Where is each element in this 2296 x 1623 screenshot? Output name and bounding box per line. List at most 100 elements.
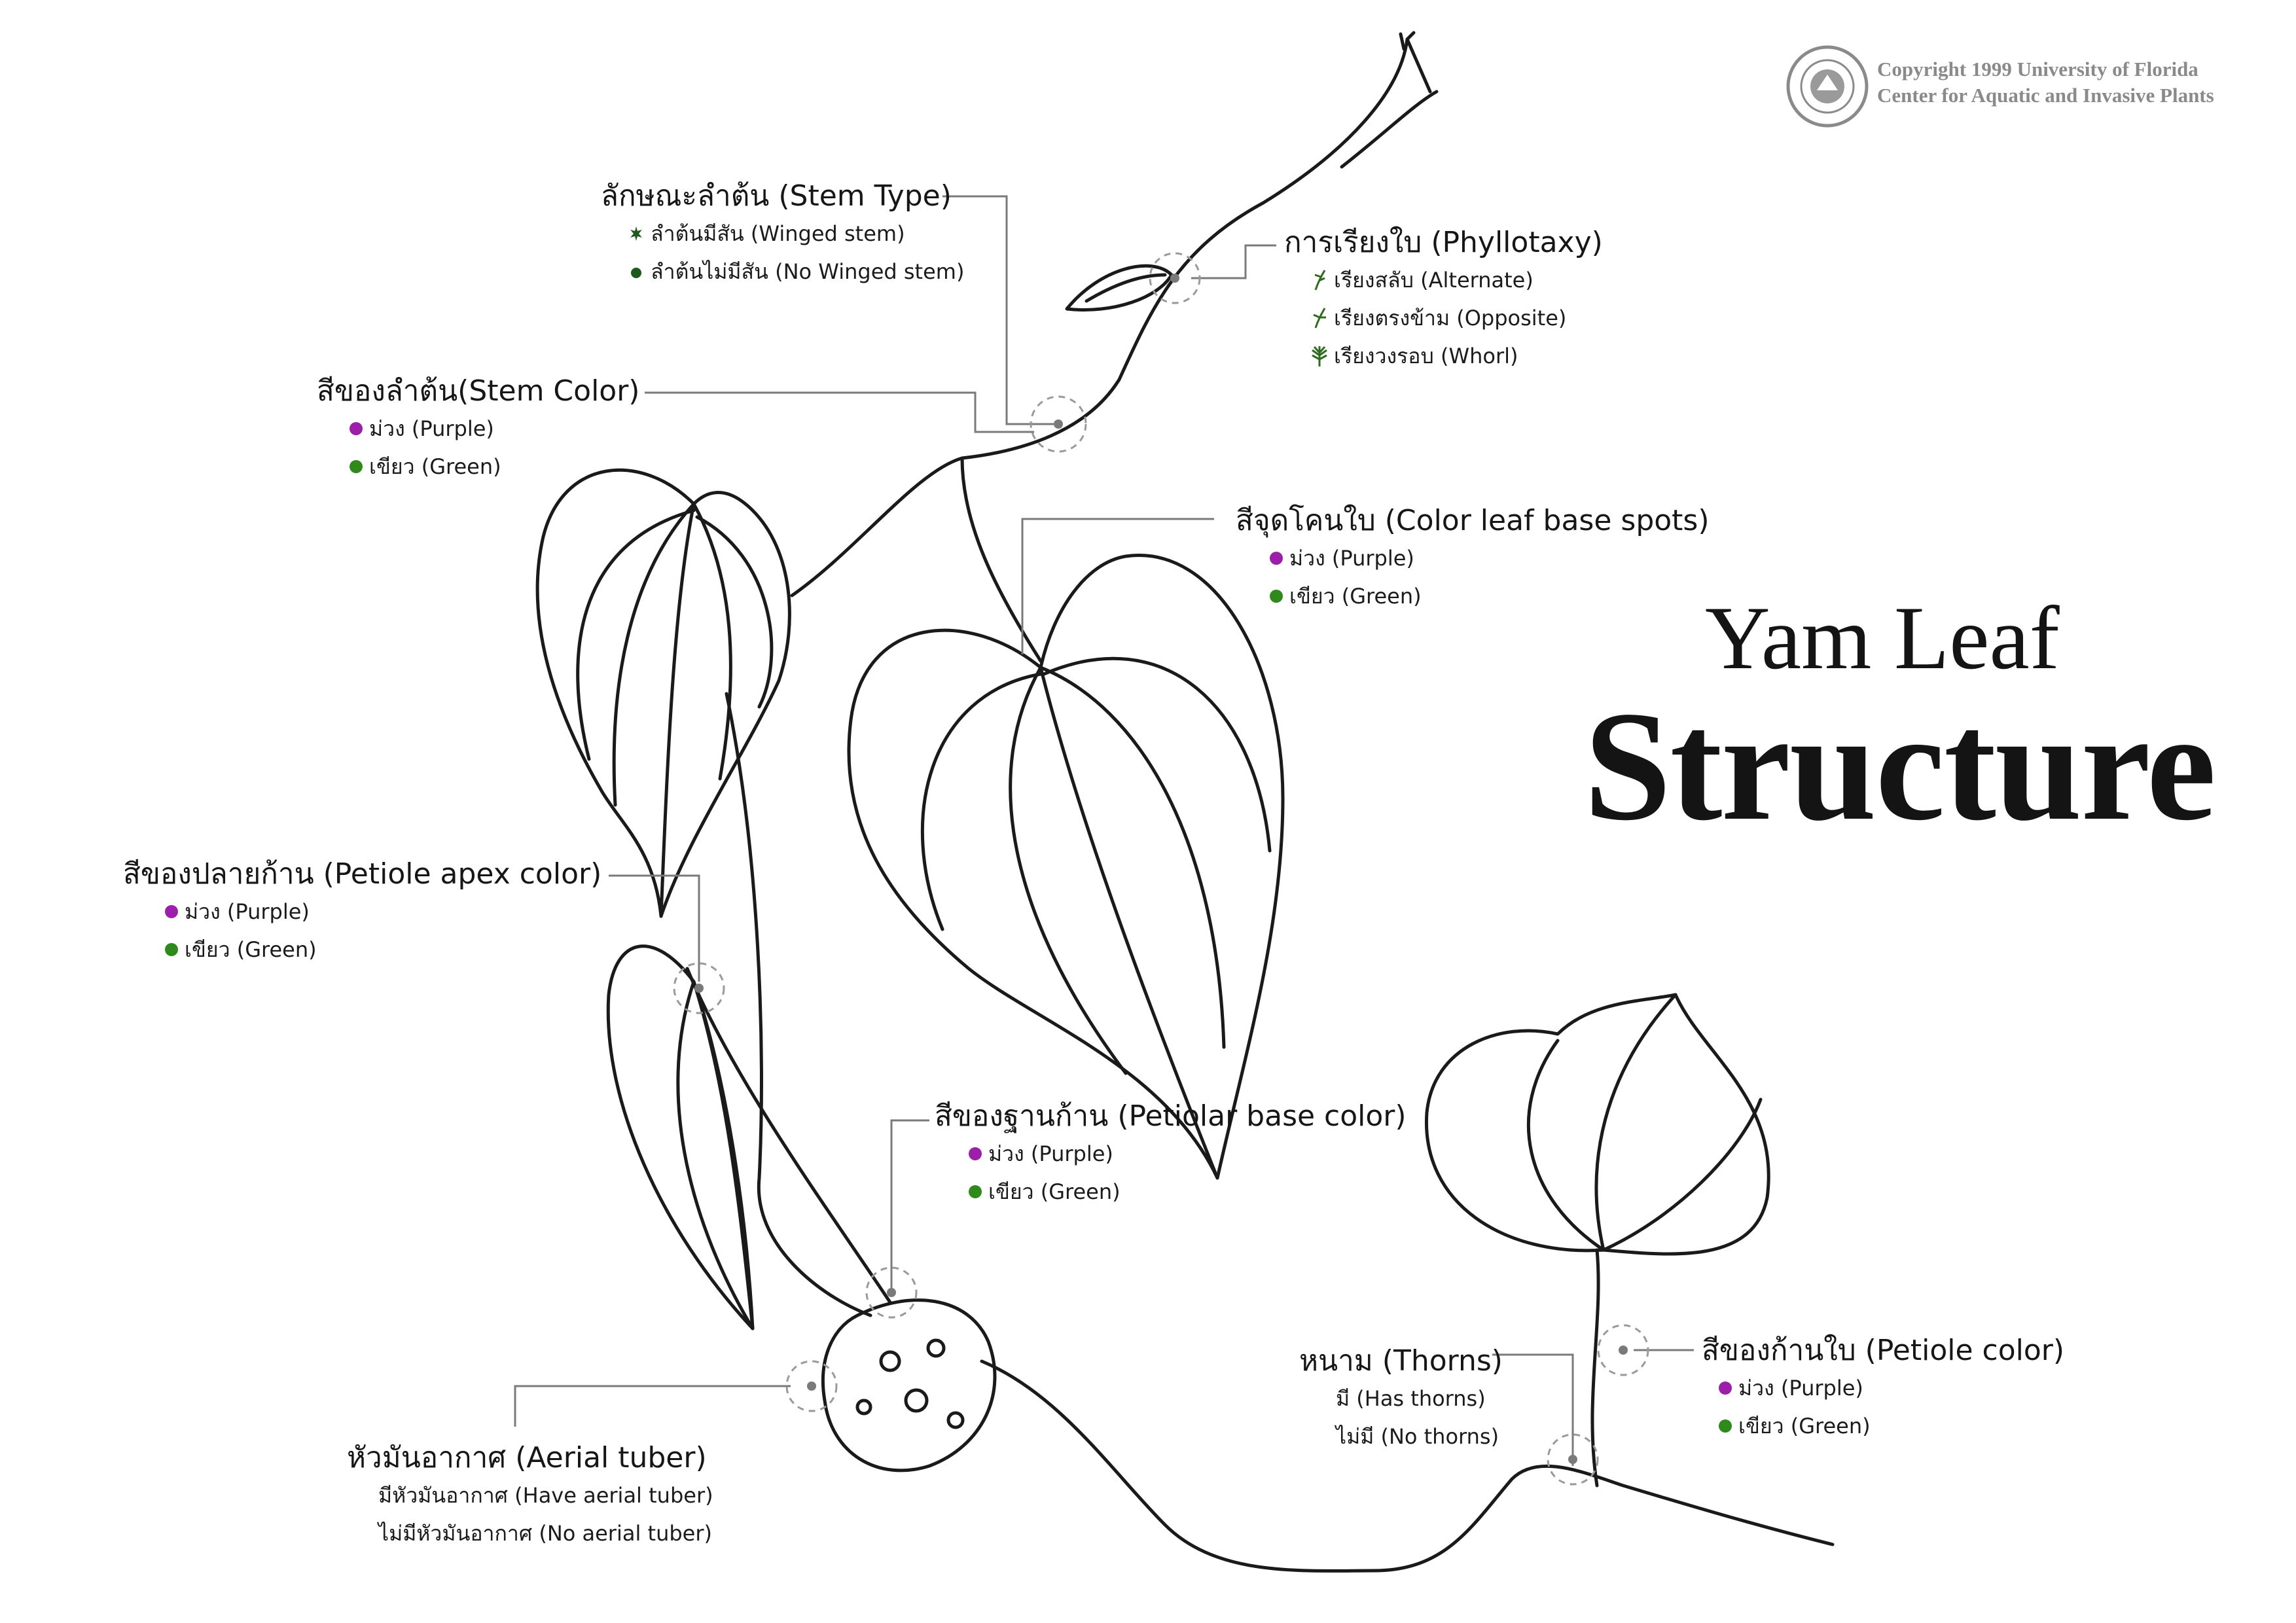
stem-color-heading: สีของลำต้น(Stem Color) (317, 374, 640, 408)
copyright: Copyright 1999 University of Florida Cen… (1877, 56, 2214, 109)
petiolar-base-item: เขียว (Green) (969, 1173, 1407, 1211)
thorns-item: ไม่มี (No thorns) (1336, 1418, 1503, 1455)
phyllotaxy-label: เรียงวงรอบ (Whorl) (1334, 344, 1518, 368)
marker-stem (1030, 395, 1087, 453)
marker-petiolar-base (865, 1266, 918, 1319)
thorns-heading: หนาม (Thorns) (1299, 1344, 1503, 1378)
stem-type-item: ลำต้นไม่มีสัน (No Winged stem) (627, 253, 964, 291)
leader-phyllotaxy (1191, 244, 1276, 279)
petiolar-base-label: เขียว (Green) (988, 1179, 1121, 1204)
petiole-color-label: ม่วง (Purple) (1738, 1376, 1863, 1400)
phyllotaxy-heading: การเรียงใบ (Phyllotaxy) (1284, 226, 1603, 259)
green-dot-icon (1270, 590, 1283, 603)
stem-color-item: เขียว (Green) (350, 448, 639, 486)
petiole-apex-heading: สีของปลายก้าน (Petiole apex color) (123, 857, 602, 891)
petiole-color-block: สีของก้านใบ (Petiole color) ม่วง (Purple… (1702, 1332, 2064, 1445)
upper-left-leaf (535, 468, 791, 918)
leader-petiole-apex (609, 874, 700, 982)
purple-dot-icon (1270, 552, 1283, 565)
leaf-bud (1065, 264, 1174, 312)
alternate-leaf-icon (1314, 270, 1326, 291)
marker-aerial-tuber (785, 1360, 838, 1412)
purple-dot-icon (165, 905, 178, 918)
thorns-block: หนาม (Thorns) มี (Has thorns) ไม่มี (No … (1299, 1343, 1503, 1455)
purple-dot-icon (969, 1147, 982, 1160)
opposite-leaf-icon (1313, 308, 1326, 329)
center-leaf-petiole (960, 456, 1043, 663)
leaf-base-spots-heading: สีจุดโคนใบ (Color leaf base spots) (1236, 504, 1710, 537)
stem-type-heading: ลักษณะลำต้น (Stem Type) (601, 179, 952, 213)
leaf-base-spots-block: สีจุดโคนใบ (Color leaf base spots) ม่วง … (1236, 503, 1710, 615)
petiole-apex-block: สีของปลายก้าน (Petiole apex color) ม่วง … (123, 856, 601, 969)
university-seal-icon (1786, 45, 1869, 128)
aerial-tuber-item: มีหัวมันอากาศ (Have aerial tuber) (378, 1476, 713, 1514)
petiolar-base-item: ม่วง (Purple) (969, 1135, 1407, 1173)
stem-color-label: ม่วง (Purple) (369, 416, 494, 441)
petiolar-base-heading: สีของฐานก้าน (Petiolar base color) (935, 1099, 1407, 1133)
round-stem-icon (631, 268, 641, 278)
petiole-color-item: ม่วง (Purple) (1719, 1369, 2064, 1407)
whorl-leaf-icon (1312, 346, 1327, 366)
petiolar-base-block: สีของฐานก้าน (Petiolar base color) ม่วง … (935, 1098, 1407, 1211)
petiole-color-heading: สีของก้านใบ (Petiole color) (1702, 1334, 2065, 1367)
thorns-item: มี (Has thorns) (1336, 1380, 1503, 1418)
title-line-1: Yam Leaf (1705, 588, 2060, 688)
leaf-base-spots-label: เขียว (Green) (1289, 584, 1422, 609)
title-line-2: Structure (1584, 679, 2216, 853)
phyllotaxy-item: เรียงตรงข้าม (Opposite) (1310, 299, 1603, 337)
marker-phyllotaxy (1149, 252, 1201, 304)
copyright-line-1: Copyright 1999 University of Florida (1877, 58, 2198, 80)
phyllotaxy-label: เรียงตรงข้าม (Opposite) (1334, 306, 1567, 330)
aerial-tuber-body (821, 1298, 997, 1472)
winged-stem-icon (630, 226, 642, 241)
petiole-color-item: เขียว (Green) (1719, 1407, 2064, 1445)
vine-tip (1399, 31, 1432, 94)
aerial-tuber-block: หัวมันอากาศ (Aerial tuber) มีหัวมันอากาศ… (347, 1440, 713, 1552)
left-petiole (685, 967, 892, 1304)
stem-color-block: สีของลำต้น(Stem Color) ม่วง (Purple) เขี… (317, 373, 639, 486)
leader-aerial-tuber (514, 1385, 791, 1427)
aerial-tuber-heading: หัวมันอากาศ (Aerial tuber) (347, 1441, 707, 1474)
lower-stem (725, 692, 872, 1317)
phyllotaxy-item: เรียงสลับ (Alternate) (1310, 261, 1603, 299)
vine-stem (790, 37, 1409, 597)
leader-petiolar-base (890, 1119, 929, 1293)
center-leaf (847, 554, 1285, 1180)
right-petiole (1590, 1248, 1600, 1488)
stem-color-item: ม่วง (Purple) (350, 410, 639, 448)
phyllotaxy-label: เรียงสลับ (Alternate) (1334, 268, 1534, 293)
aerial-tuber-label: มีหัวมันอากาศ (Have aerial tuber) (378, 1483, 713, 1508)
aerial-tuber-item: ไม่มีหัวมันอากาศ (No aerial tuber) (378, 1514, 713, 1552)
green-dot-icon (350, 460, 363, 473)
vine-tendril (1340, 90, 1439, 169)
lower-left-leaf (606, 944, 755, 1330)
petiole-apex-label: เขียว (Green) (185, 937, 317, 962)
thorns-label: ไม่มี (No thorns) (1336, 1424, 1499, 1449)
phyllotaxy-item: เรียงวงรอบ (Whorl) (1310, 337, 1603, 375)
leaf-base-spots-item: เขียว (Green) (1270, 577, 1710, 615)
runner-stem (980, 1359, 1835, 1573)
green-dot-icon (1719, 1419, 1732, 1433)
copyright-line-2: Center for Aquatic and Invasive Plants (1877, 84, 2214, 107)
stem-type-label: ลำต้นไม่มีสัน (No Winged stem) (651, 259, 965, 284)
stem-type-label: ลำต้นมีสัน (Winged stem) (651, 221, 905, 246)
leader-stem-color (645, 391, 1034, 433)
phyllotaxy-block: การเรียงใบ (Phyllotaxy) เรียงสลับ (Alter… (1284, 224, 1603, 375)
leader-leaf-spots (1021, 518, 1214, 654)
petiolar-base-label: ม่วง (Purple) (988, 1141, 1113, 1166)
petiole-apex-item: เขียว (Green) (165, 931, 601, 969)
purple-dot-icon (1719, 1382, 1732, 1395)
petiole-apex-item: ม่วง (Purple) (165, 893, 601, 931)
marker-petiole-apex (673, 962, 725, 1014)
petiole-apex-label: ม่วง (Purple) (185, 899, 310, 924)
lower-right-leaf (1424, 993, 1770, 1256)
stem-type-item: ลำต้นมีสัน (Winged stem) (627, 215, 964, 253)
stem-color-label: เขียว (Green) (369, 454, 501, 479)
green-dot-icon (969, 1185, 982, 1198)
green-dot-icon (165, 943, 178, 956)
leaf-base-spots-label: ม่วง (Purple) (1289, 546, 1414, 571)
thorns-label: มี (Has thorns) (1336, 1386, 1486, 1411)
aerial-tuber-label: ไม่มีหัวมันอากาศ (No aerial tuber) (378, 1521, 712, 1546)
leader-thorns (1492, 1353, 1574, 1466)
